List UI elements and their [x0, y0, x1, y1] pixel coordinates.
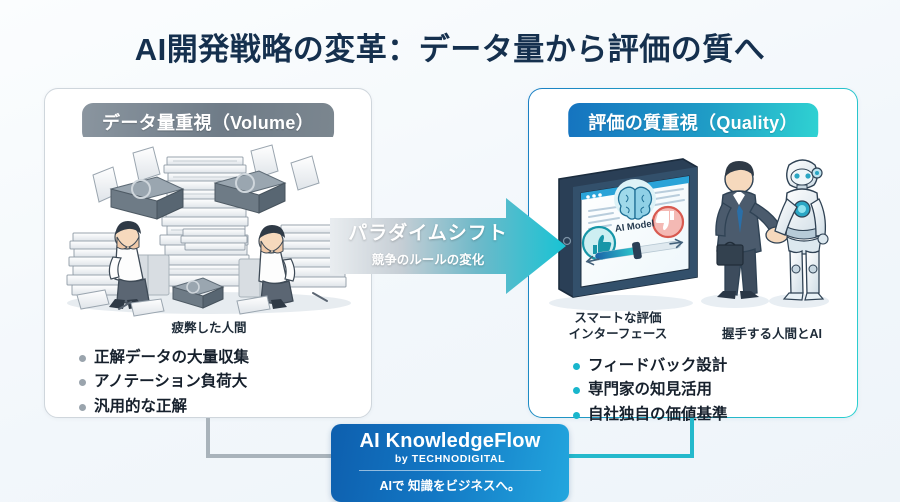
panel-quality-caption-handshake: 握手する人間とAI	[721, 327, 822, 341]
panel-quality: 評価の質重視（Quality）	[528, 88, 858, 423]
bullet-dot-icon	[79, 354, 86, 362]
svg-text:AI Model: AI Model	[614, 218, 655, 234]
panel-volume-header: データ量重視（Volume）	[82, 103, 334, 143]
bottom-connector	[0, 406, 900, 476]
list-item: フィードバック設計	[573, 355, 857, 377]
brand-badge: AI KnowledgeFlow by TECHNODIGITAL AIで 知識…	[331, 424, 569, 502]
bullet-dot-icon	[79, 403, 86, 411]
list-item-label: 正解データの大量収集	[94, 349, 250, 366]
bullet-dot-icon	[573, 411, 580, 419]
list-item: 汎用的な正解	[79, 396, 371, 418]
badge-divider	[359, 470, 541, 471]
bullet-dot-icon	[573, 362, 580, 370]
list-item: アノテーション負荷大	[79, 371, 371, 393]
paradigm-shift-arrow: パラダイムシフト 競争のルールの変化	[330, 196, 566, 296]
list-item: 正解データの大量収集	[79, 347, 371, 369]
page-title: AI開発戦略の変革：データ量から評価の質へ	[134, 32, 766, 67]
bullet-dot-icon	[79, 379, 86, 387]
quality-illustrations: AI Model	[537, 137, 849, 317]
panel-quality-caption-tablet: スマートな評価 インターフェース	[568, 311, 668, 341]
bullet-dot-icon	[573, 387, 580, 395]
brand-tagline: AIで 知識をビジネスへ。	[379, 479, 521, 493]
list-item-label: アノテーション負荷大	[94, 373, 248, 391]
list-item-label: 汎用的な正解	[94, 397, 188, 415]
exhausted-workers-paper-stacks-illustration	[55, 137, 363, 317]
list-item-label: フィードバック設計	[588, 357, 728, 374]
panel-quality-header: 評価の質重視（Quality）	[568, 103, 818, 143]
tablet-evaluation-interface: AI Model	[549, 158, 698, 311]
panel-volume-caption: 疲弊した人間	[171, 321, 247, 335]
brand-subtitle: by TECHNODIGITAL	[394, 453, 506, 465]
panel-quality-bullet-list: フィードバック設計 専門家の知見活用 自社独自の価値基準	[529, 355, 857, 428]
brand-name: AI KnowledgeFlow	[359, 430, 541, 452]
panel-volume: データ量重視（Volume）	[44, 88, 372, 418]
list-item-label: 専門家の知見活用	[588, 381, 713, 399]
panel-volume-bullet-list: 正解データの大量収集 アノテーション負荷大 汎用的な正解	[45, 347, 371, 420]
list-item: 専門家の知見活用	[573, 379, 857, 401]
human-robot-handshake	[701, 159, 829, 308]
